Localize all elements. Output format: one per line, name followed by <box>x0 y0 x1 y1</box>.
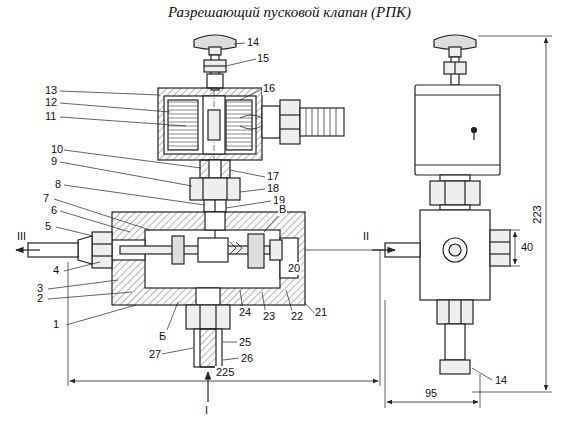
callout-number: 2 <box>36 292 44 305</box>
port-label: В <box>278 203 287 216</box>
callout-number: 7 <box>42 192 50 205</box>
callout-number: 6 <box>50 204 58 217</box>
side-view <box>372 35 552 408</box>
port-label: I <box>204 404 209 417</box>
callout-number: 16 <box>262 82 276 95</box>
callout-number: 25 <box>238 336 252 349</box>
callout-number: 4 <box>52 264 60 277</box>
dimension-value: 40 <box>520 241 534 254</box>
callout-number: 14 <box>494 374 508 387</box>
drawing-title: Разрешающий пусковой клапан (РПК) <box>0 3 579 21</box>
dimension-value: 95 <box>424 387 438 400</box>
dimension-value: 225 <box>215 366 235 379</box>
callout-number: 15 <box>256 52 270 65</box>
callout-number: 5 <box>44 220 52 233</box>
port-label: II <box>362 230 370 243</box>
callout-number: 22 <box>290 310 304 323</box>
callout-number: 21 <box>314 306 328 319</box>
callout-number: 26 <box>240 352 254 365</box>
callout-number: 9 <box>50 155 58 168</box>
callout-number: 23 <box>262 310 276 323</box>
callout-number: 24 <box>238 306 252 319</box>
section-view <box>16 35 383 402</box>
port-label: Б <box>158 330 167 343</box>
callout-number: 8 <box>54 178 62 191</box>
callout-number: 12 <box>44 96 58 109</box>
callout-number: 11 <box>44 110 57 123</box>
leader-lines <box>48 43 318 360</box>
callout-number: 1 <box>52 318 60 331</box>
callout-number: 27 <box>148 348 162 361</box>
port-label: III <box>16 230 27 243</box>
callout-number: 20 <box>287 262 301 275</box>
dimension-value: 223 <box>531 204 544 224</box>
callout-number: 14 <box>246 36 260 49</box>
